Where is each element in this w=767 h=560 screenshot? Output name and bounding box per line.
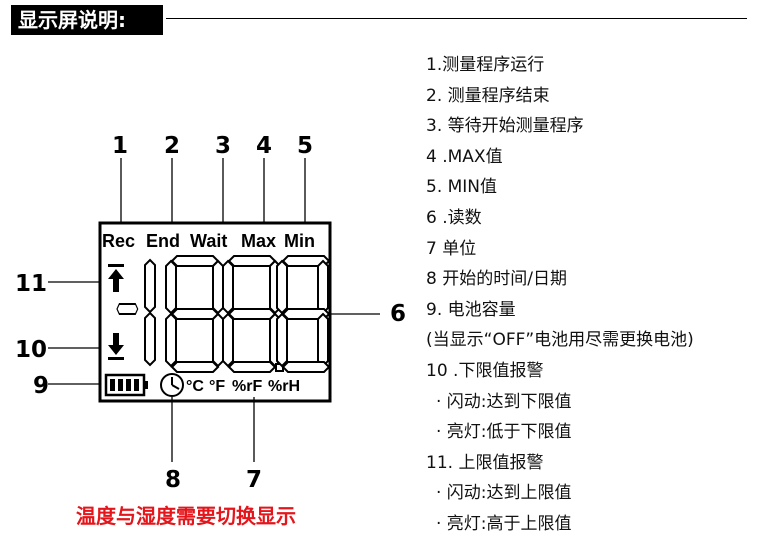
- callout-8: 8: [165, 467, 181, 493]
- callout-7: 7: [246, 467, 262, 493]
- legend-item: · 闪动:达到上限值: [436, 483, 572, 504]
- digit-8a: [165, 255, 224, 373]
- lcd-label-min: Min: [284, 231, 315, 251]
- digit-8b: [222, 255, 281, 373]
- callout-1: 1: [112, 133, 128, 159]
- legend-item: 8 开始的时间/日期: [426, 269, 567, 290]
- digit-1: [144, 259, 156, 366]
- lcd-reading-digits: [116, 255, 330, 373]
- callout-6: 6: [390, 301, 406, 327]
- legend-item: 9. 电池容量: [426, 299, 516, 320]
- legend-list: 1.测量程序运行 2. 测量程序结束 3. 等待开始测量程序 4 .MAX值 5…: [426, 50, 762, 540]
- legend-item: 3. 等待开始测量程序: [426, 116, 584, 137]
- legend-item: · 闪动:达到下限值: [436, 391, 572, 412]
- legend-item: 2. 测量程序结束: [426, 85, 550, 106]
- callout-2: 2: [164, 133, 180, 159]
- unit-rh: %rH: [268, 378, 300, 395]
- lcd-label-end: End: [146, 231, 180, 251]
- lcd-label-wait: Wait: [190, 231, 227, 251]
- switch-display-caption: 温度与湿度需要切换显示: [76, 504, 296, 528]
- legend-item: 4 .MAX值: [426, 146, 503, 167]
- legend-item: 11. 上限值报警: [426, 452, 544, 473]
- callout-4: 4: [256, 133, 272, 159]
- legend-item: 10 .下限值报警: [426, 360, 544, 381]
- digit-8c: [276, 255, 330, 373]
- unit-fahrenheit: °F: [209, 378, 225, 395]
- lcd-frame: [98, 221, 332, 403]
- legend-item: 7 单位: [426, 238, 477, 259]
- lcd-label-max: Max: [241, 231, 276, 251]
- leader-lines: [48, 158, 380, 462]
- callout-3: 3: [215, 133, 231, 159]
- legend-item: 6 .读数: [426, 207, 482, 228]
- legend-item: 5. MIN值: [426, 177, 498, 198]
- callout-11: 11: [15, 271, 47, 297]
- lcd-diagram: 1 2 3 4 5 6 7 8 9 10 11 Rec End Wait Max…: [15, 133, 406, 493]
- lower-limit-arrow-icon: [108, 333, 124, 360]
- callout-10: 10: [15, 337, 47, 363]
- battery-icon: [104, 373, 148, 397]
- upper-limit-arrow-icon: [108, 264, 124, 292]
- title-divider: [166, 18, 747, 19]
- minus-segment: [116, 303, 139, 315]
- legend-item: · 亮灯:低于下限值: [436, 422, 572, 443]
- page-title: 显示屏说明:: [11, 5, 163, 35]
- legend-item: 1.测量程序运行: [426, 55, 545, 75]
- legend-item: · 亮灯:高于上限值: [436, 513, 572, 534]
- unit-rf: %rF: [232, 378, 262, 395]
- clock-icon: [160, 373, 184, 397]
- unit-celsius: °C: [186, 378, 204, 395]
- callout-5: 5: [297, 133, 313, 159]
- lcd-label-rec: Rec: [102, 231, 135, 251]
- callout-9: 9: [33, 373, 49, 399]
- legend-item: (当显示“OFF”电池用尽需更换电池): [426, 330, 694, 351]
